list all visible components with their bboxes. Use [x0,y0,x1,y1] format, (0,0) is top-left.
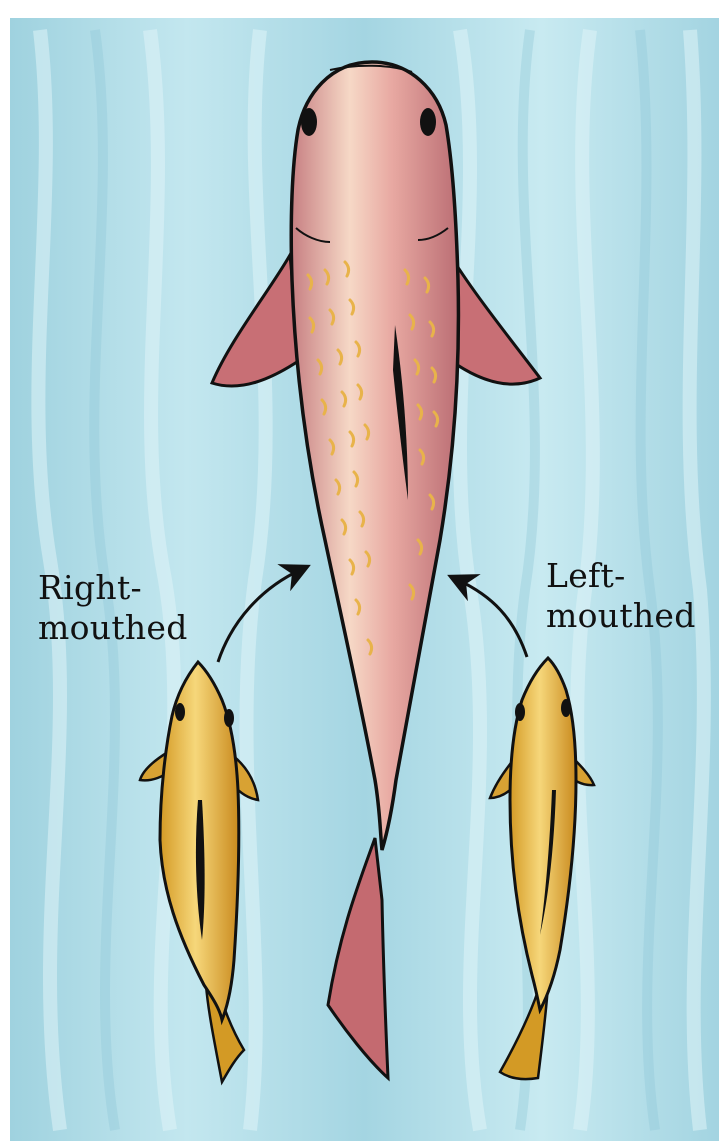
left-mouthed-label: Left- mouthed [546,556,696,636]
right-mouthed-fish-right-eye [224,709,234,727]
left-mouthed-fish-right-eye [561,699,571,717]
left-mouthed-fish-left-eye [515,703,525,721]
right-mouthed-fish-left-eye [175,703,185,721]
big-fish-right-eye [420,108,436,136]
right-mouthed-label: Right- mouthed [38,568,188,648]
right-mouthed-label-line-1: Right- [38,568,188,608]
left-mouthed-label-line-2: mouthed [546,596,696,636]
left-mouthed-label-line-1: Left- [546,556,696,596]
big-fish-left-eye [301,108,317,136]
right-mouthed-label-line-2: mouthed [38,608,188,648]
